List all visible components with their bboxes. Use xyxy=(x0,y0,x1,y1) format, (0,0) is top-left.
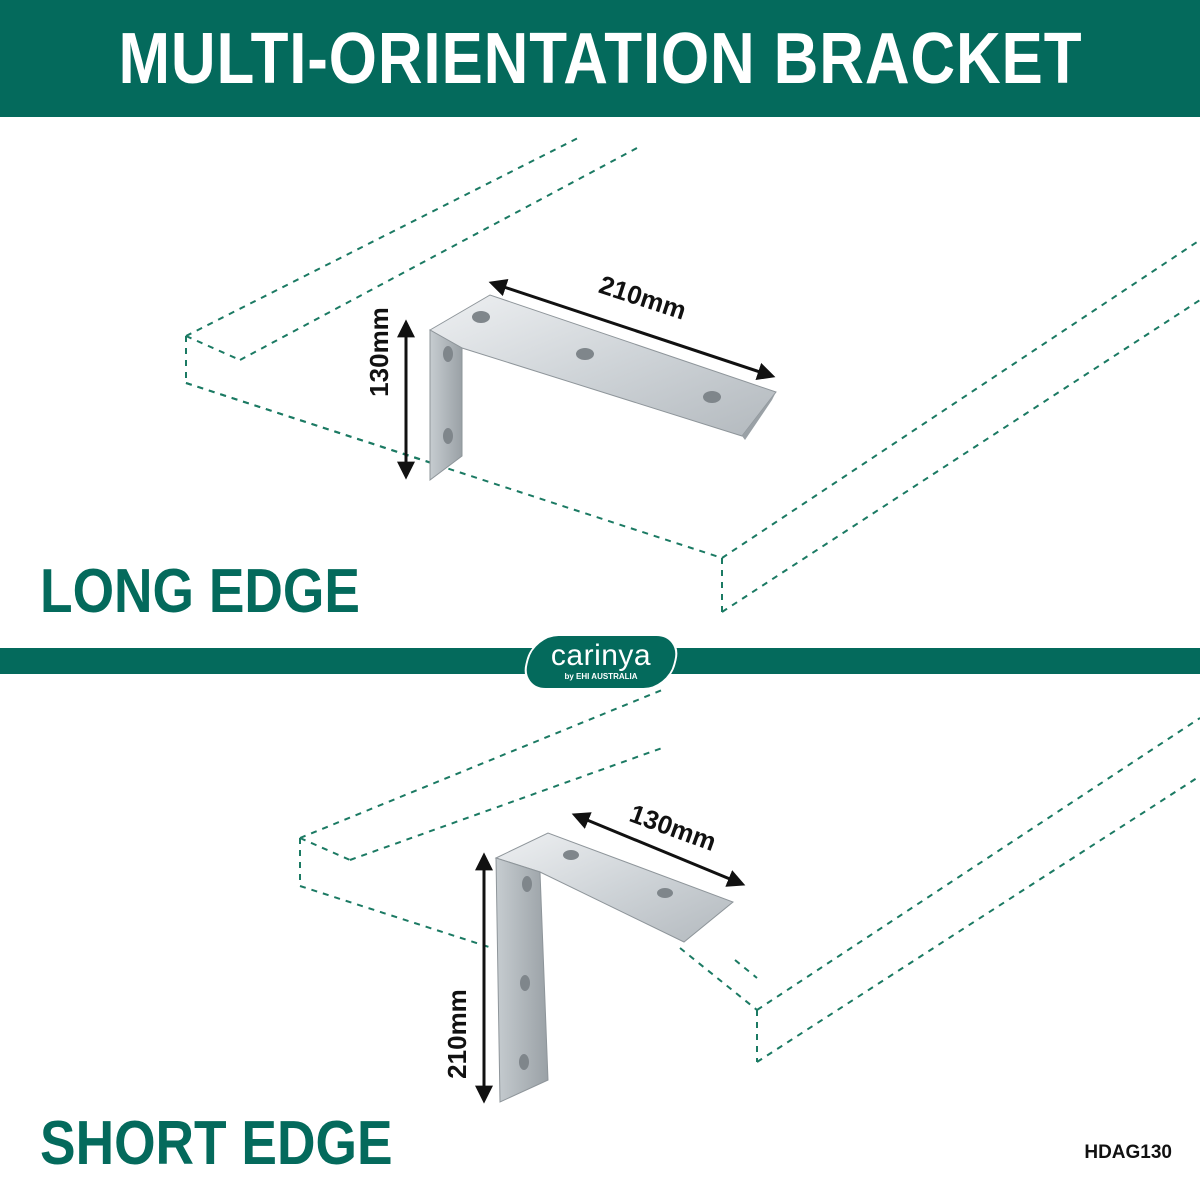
long-edge-width-label: 210mm xyxy=(596,269,691,325)
long-edge-width-arrow xyxy=(488,278,776,381)
short-edge-width-arrow xyxy=(571,812,746,887)
long-edge-heading: LONG EDGE xyxy=(40,557,360,626)
long-edge-bracket xyxy=(428,294,777,481)
page-title: MULTI-ORIENTATION BRACKET xyxy=(118,18,1082,99)
long-edge-shelf-outline xyxy=(185,137,1200,613)
product-code: HDAG130 xyxy=(1084,1142,1172,1163)
logo-tagline: by EHI AUSTRALIA xyxy=(564,672,638,681)
short-edge-heading: SHORT EDGE xyxy=(40,1109,393,1178)
short-edge-width-label: 130mm xyxy=(626,798,720,857)
short-edge-shelf-outline xyxy=(299,689,1200,1063)
short-edge-height-label: 210mm xyxy=(442,989,472,1079)
short-edge-dimensions: 130mm 210mm xyxy=(442,798,746,1104)
long-edge-height-label: 130mm xyxy=(364,307,394,397)
short-edge-bracket xyxy=(494,832,734,1103)
brand-logo: carinya by EHI AUSTRALIA xyxy=(519,634,683,690)
title-banner: MULTI-ORIENTATION BRACKET xyxy=(0,0,1200,117)
logo-name: carinya xyxy=(550,639,652,672)
